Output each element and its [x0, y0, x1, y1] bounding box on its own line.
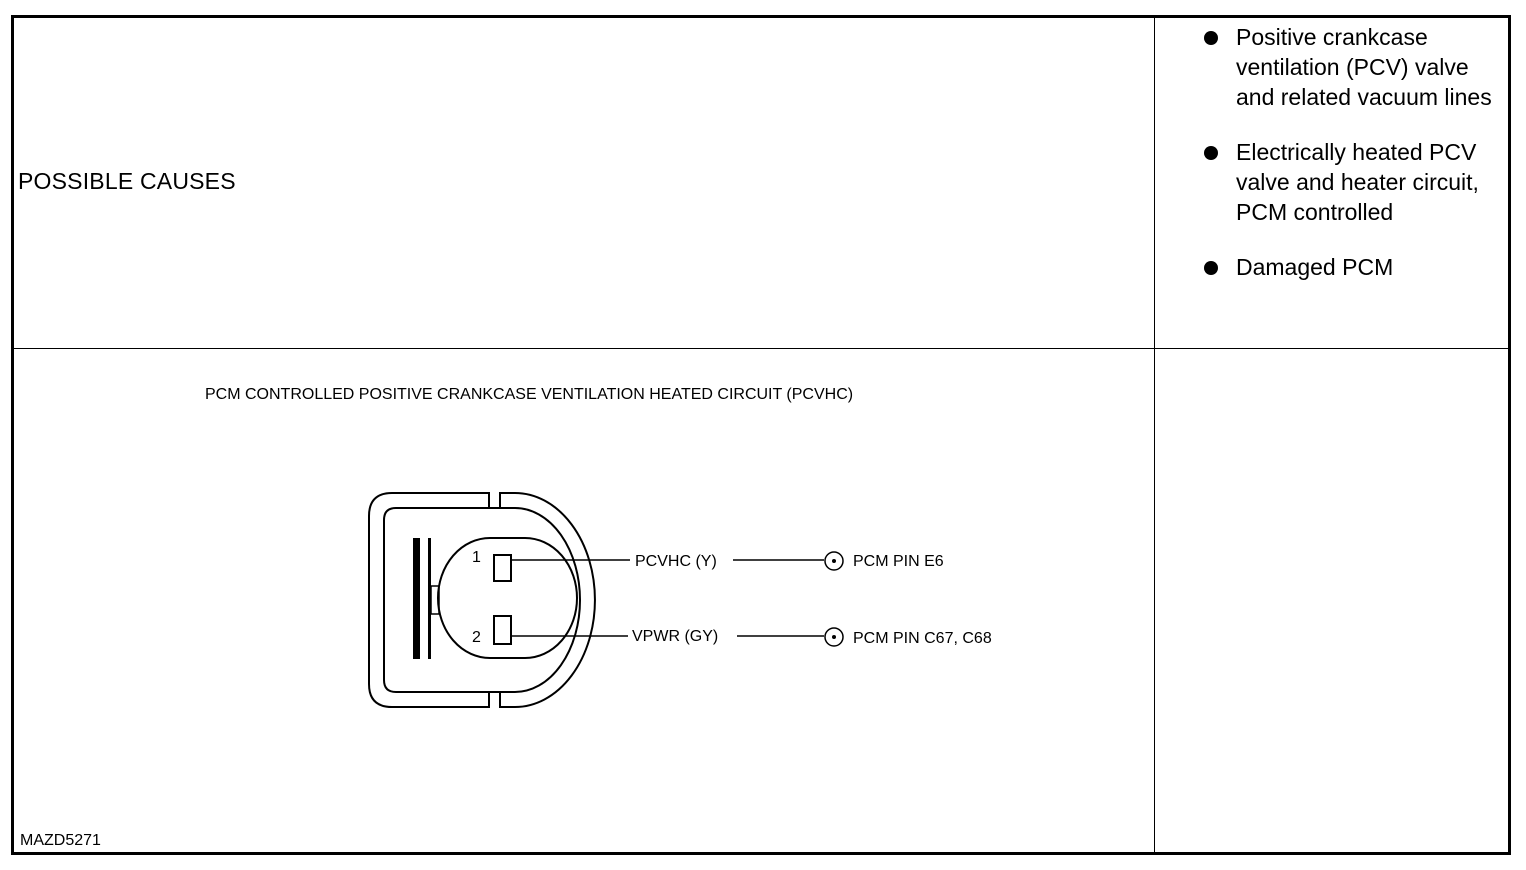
cause-item: Damaged PCM: [1200, 252, 1500, 282]
bullet-icon: [1204, 146, 1218, 160]
wire-1-destination: PCM PIN E6: [853, 553, 944, 570]
diagram-title: PCM CONTROLLED POSITIVE CRANKCASE VENTIL…: [205, 386, 853, 403]
wire-1-label: PCVHC (Y): [635, 553, 717, 570]
connector-inner-shell: [383, 507, 581, 693]
possible-causes-label: POSSIBLE CAUSES: [18, 168, 236, 194]
cause-text: Positive crankcase ventilation (PCV) val…: [1236, 24, 1492, 110]
pin-1-terminal: [493, 554, 512, 582]
row-divider: [11, 348, 1511, 349]
bullet-icon: [1204, 261, 1218, 275]
connector-latch-bar: [428, 538, 431, 659]
connector-cavity: [437, 537, 578, 659]
wire-2-destination: PCM PIN C67, C68: [853, 630, 992, 647]
connector-latch-bar: [413, 538, 420, 659]
cause-text: Damaged PCM: [1236, 254, 1394, 280]
wire-2-label: VPWR (GY): [632, 628, 718, 645]
table-frame: [11, 15, 1511, 855]
pin-1-number: 1: [472, 549, 481, 566]
figure-id: MAZD5271: [20, 832, 101, 849]
pin-2-terminal: [493, 615, 512, 645]
bullet-icon: [1204, 31, 1218, 45]
wire-2-terminal-dot: [832, 635, 836, 639]
pin-2-number: 2: [472, 629, 481, 646]
cause-text: Electrically heated PCV valve and heater…: [1236, 139, 1479, 225]
cause-item: Electrically heated PCV valve and heater…: [1200, 137, 1500, 227]
possible-causes-list: Positive crankcase ventilation (PCV) val…: [1200, 22, 1500, 307]
connector-outer-shell: [368, 492, 596, 708]
wire-1-terminal-dot: [832, 559, 836, 563]
column-divider: [1154, 15, 1155, 855]
cause-item: Positive crankcase ventilation (PCV) val…: [1200, 22, 1500, 112]
